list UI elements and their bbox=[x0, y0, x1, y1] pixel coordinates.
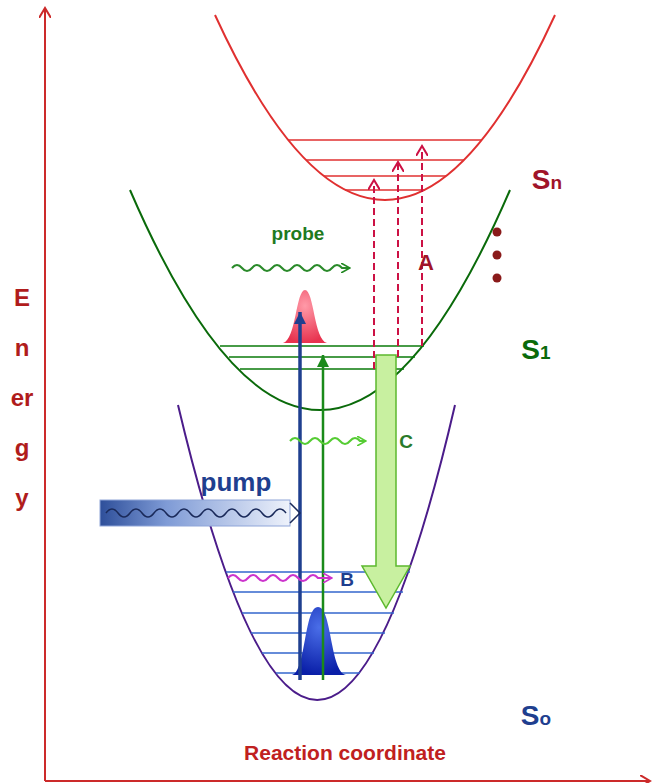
callout-letter: B bbox=[340, 570, 354, 589]
state-label: S1 bbox=[521, 336, 550, 364]
pump-arrow bbox=[298, 312, 302, 680]
s1-wavepacket bbox=[283, 290, 327, 343]
probe-wave bbox=[232, 265, 350, 271]
c-wave bbox=[290, 438, 366, 444]
esa-arrows bbox=[374, 146, 422, 369]
axis-title: Energy bbox=[10, 273, 34, 523]
s1-potential bbox=[130, 190, 510, 410]
pump-pulse bbox=[100, 500, 300, 526]
emission-arrow bbox=[362, 355, 410, 608]
state-label: So bbox=[521, 702, 551, 730]
probe-label: probe bbox=[272, 224, 325, 243]
b-wave bbox=[228, 575, 332, 581]
sn-potential bbox=[215, 15, 555, 200]
callout-letter: C bbox=[399, 432, 413, 451]
axes bbox=[45, 8, 650, 781]
continuation-dots bbox=[493, 228, 502, 283]
absorption-arrow bbox=[322, 355, 325, 680]
pump-label: pump bbox=[201, 469, 272, 495]
state-label: Sn bbox=[532, 166, 562, 194]
axis-title: Reaction coordinate bbox=[244, 742, 446, 763]
callout-letter: A bbox=[418, 252, 434, 274]
s0-potential bbox=[178, 405, 455, 700]
